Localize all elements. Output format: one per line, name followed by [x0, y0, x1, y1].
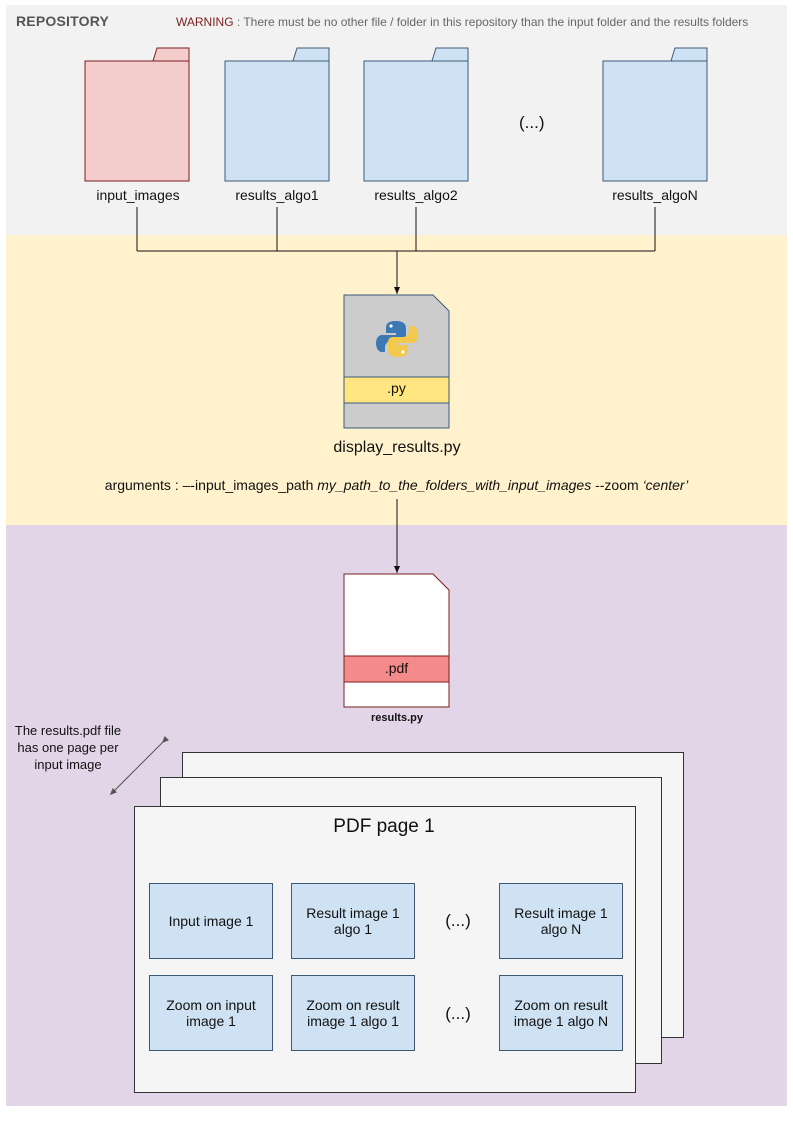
repository-title: REPOSITORY	[16, 13, 110, 29]
grid-ellipsis-row1: (...)	[445, 911, 471, 930]
folder-icon-results-algo2[interactable]	[363, 47, 469, 182]
pdf-page-title: PDF page 1	[333, 816, 435, 837]
warning-text: : There must be no other file / folder i…	[233, 15, 749, 29]
folder-label-results-algo1: results_algo1	[235, 187, 319, 203]
grid-cell-result-algoN: Result image 1 algo N	[499, 883, 623, 959]
folder-label-results-algo2: results_algo2	[374, 187, 458, 203]
pdf-extension-label: .pdf	[384, 660, 409, 676]
python-logo-icon	[376, 321, 418, 357]
output-filename: results.py	[371, 712, 423, 724]
python-file-icon[interactable]	[343, 294, 450, 429]
py-extension-label: .py	[387, 380, 406, 396]
arguments-prefix: arguments : –-input_images_path	[104, 477, 318, 493]
script-filename: display_results.py	[333, 439, 461, 456]
grid-cell-zoom-algo1: Zoom on result image 1 algo 1	[291, 975, 415, 1051]
warning-label: WARNING	[176, 15, 234, 29]
folder-ellipsis: (...)	[519, 113, 545, 132]
repository-warning: WARNING : There must be no other file / …	[176, 15, 748, 29]
grid-cell-zoom-input: Zoom on input image 1	[149, 975, 273, 1051]
folder-label-results-algoN: results_algoN	[612, 187, 698, 203]
folder-icon-results-algoN[interactable]	[602, 47, 708, 182]
grid-cell-input-image: Input image 1	[149, 883, 273, 959]
grid-cell-zoom-algoN: Zoom on result image 1 algo N	[499, 975, 623, 1051]
folder-label-input-images: input_images	[96, 187, 180, 203]
grid-cell-result-algo1: Result image 1 algo 1	[291, 883, 415, 959]
grid-ellipsis-row2: (...)	[445, 1004, 471, 1023]
folder-icon-results-algo1[interactable]	[224, 47, 330, 182]
arguments-mid: --zoom	[591, 477, 643, 493]
script-arguments: arguments : –-input_images_path my_path_…	[0, 477, 793, 493]
folder-icon-input-images[interactable]	[84, 47, 190, 182]
folder-connectors	[136, 207, 656, 294]
arguments-zoom: ‘center’	[642, 477, 689, 493]
pages-note: The results.pdf file has one page per in…	[14, 723, 122, 772]
arguments-path: my_path_to_the_folders_with_input_images	[317, 477, 592, 493]
pdf-file-icon[interactable]	[343, 573, 450, 708]
pages-depth-arrow	[109, 736, 169, 796]
